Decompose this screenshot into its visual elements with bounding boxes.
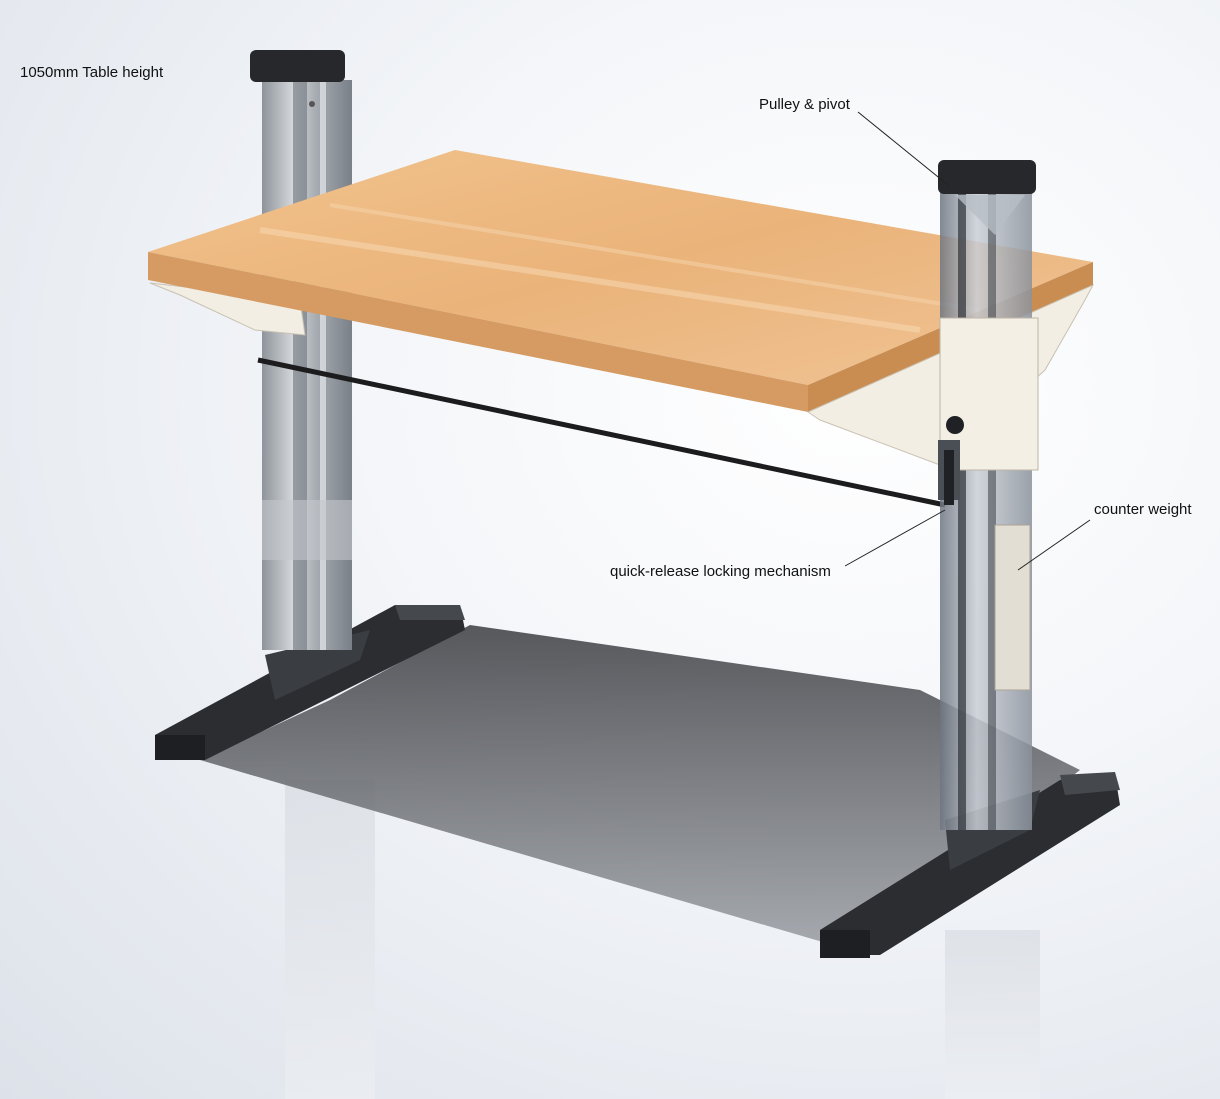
- table-height-label: 1050mm Table height: [20, 64, 164, 81]
- leader-lines: [844, 111, 1091, 571]
- pulley-pivot-label: Pulley & pivot: [759, 96, 850, 113]
- counter-weight-block: [994, 524, 1031, 691]
- counter-weight-label: counter weight: [1094, 501, 1192, 518]
- left-column: [250, 50, 352, 650]
- right-column: [938, 160, 1036, 830]
- floor-reflection: [285, 780, 1040, 1099]
- locking-mechanism: [938, 416, 964, 505]
- floor-shadow: [200, 625, 1080, 950]
- tension-rod: [257, 357, 946, 508]
- locking-mechanism-label: quick-release locking mechanism: [610, 563, 831, 580]
